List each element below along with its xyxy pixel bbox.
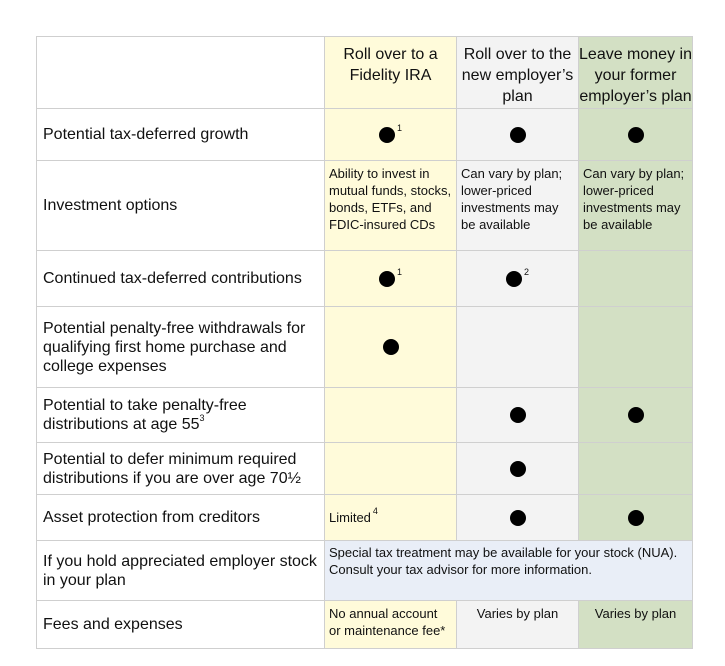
row-label: Continued tax-deferred contributions <box>36 250 325 307</box>
footnote-ref: 2 <box>523 267 529 277</box>
table-row: If you hold appreciated employer stock i… <box>36 540 693 601</box>
row-label: If you hold appreciated employer stock i… <box>36 540 325 601</box>
rollover-comparison-table: Roll over to a Fidelity IRA Roll over to… <box>36 36 693 649</box>
row-label: Potential tax-deferred growth <box>36 108 325 161</box>
row-label-text: Potential to take penalty-free distribut… <box>43 397 247 433</box>
bullet-icon <box>382 339 399 356</box>
footnote-ref: 3 <box>199 413 205 423</box>
empty-header-cell <box>36 36 325 109</box>
table-row: Fees and expenses No annual account or m… <box>36 600 693 649</box>
column-header-new-employer-plan: Roll over to the new employer’s plan <box>456 36 579 109</box>
table-row: Potential penalty-free withdrawals for q… <box>36 306 693 388</box>
cell-text: Limited <box>329 510 371 525</box>
bullet-icon <box>509 509 526 526</box>
cell-text: Can vary by plan; lower-priced investmen… <box>456 160 579 251</box>
bullet-icon <box>509 407 526 424</box>
row-label: Investment options <box>36 160 325 251</box>
footnote-ref: 4 <box>372 506 378 516</box>
row-label: Fees and expenses <box>36 600 325 649</box>
table-row: Potential to take penalty-free distribut… <box>36 387 693 443</box>
cell-text: Varies by plan <box>578 600 693 649</box>
row-label: Potential to defer minimum required dist… <box>36 442 325 495</box>
table-row: Continued tax-deferred contributions 1 2 <box>36 250 693 307</box>
bullet-icon <box>627 509 644 526</box>
header-row: Roll over to a Fidelity IRA Roll over to… <box>36 36 693 109</box>
footnote-ref: 1 <box>396 267 402 277</box>
table-row: Potential to defer minimum required dist… <box>36 442 693 495</box>
bullet-icon <box>378 126 395 143</box>
bullet-icon <box>627 126 644 143</box>
table-row: Investment options Ability to invest in … <box>36 160 693 251</box>
bullet-icon <box>505 270 522 287</box>
row-label: Potential to take penalty-free distribut… <box>36 387 325 443</box>
bullet-icon <box>509 460 526 477</box>
footnote-ref: 1 <box>396 123 402 133</box>
bullet-icon <box>378 270 395 287</box>
row-label: Potential penalty-free withdrawals for q… <box>36 306 325 388</box>
column-header-former-employer-plan: Leave money in your former employer’s pl… <box>578 36 693 109</box>
cell-text: Can vary by plan; lower-priced investmen… <box>578 160 693 251</box>
row-label: Asset protection from creditors <box>36 494 325 541</box>
bullet-icon <box>627 407 644 424</box>
cell-text: Varies by plan <box>456 600 579 649</box>
nua-note: Special tax treatment may be available f… <box>324 540 693 601</box>
cell-text: Ability to invest in mutual funds, stock… <box>324 160 457 251</box>
column-header-fidelity-ira: Roll over to a Fidelity IRA <box>324 36 457 109</box>
table-row: Potential tax-deferred growth 1 <box>36 108 693 161</box>
bullet-icon <box>509 126 526 143</box>
cell-text: No annual account or maintenance fee* <box>324 600 457 649</box>
